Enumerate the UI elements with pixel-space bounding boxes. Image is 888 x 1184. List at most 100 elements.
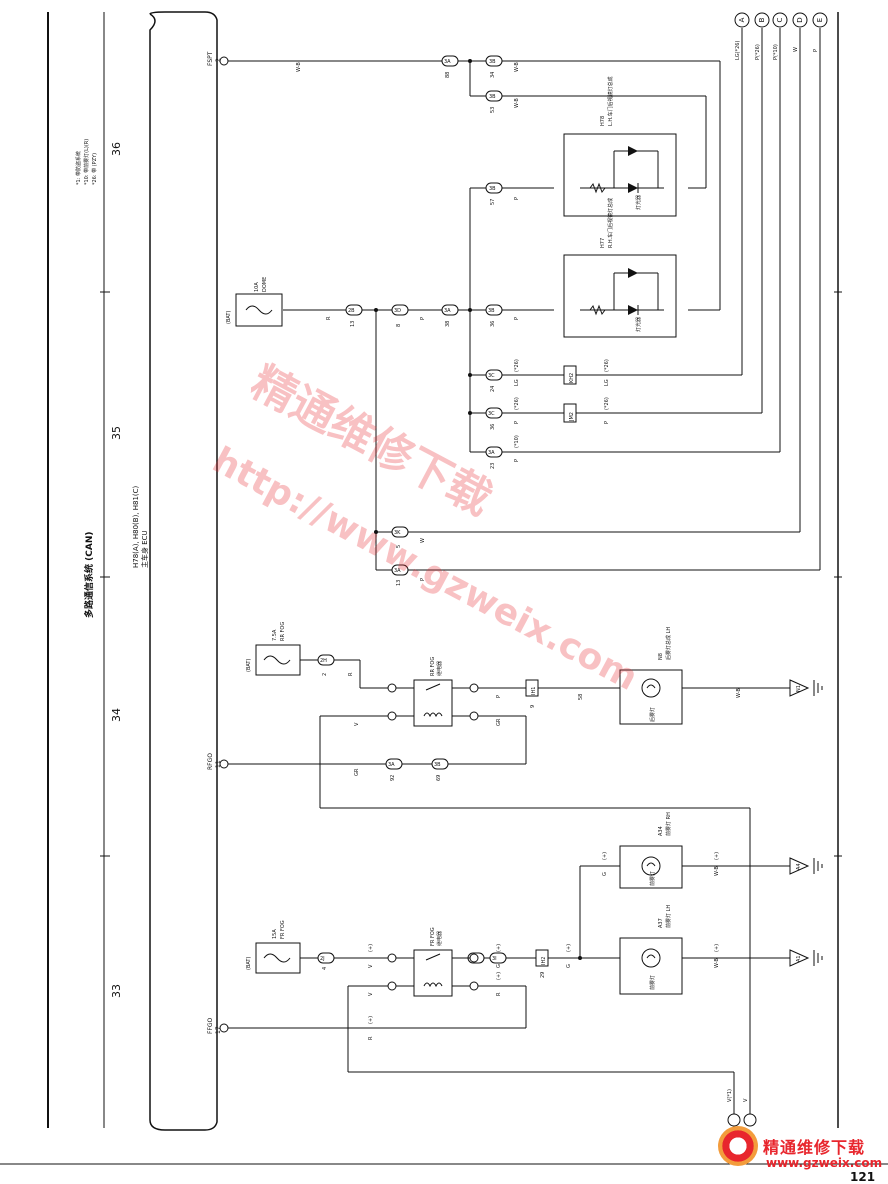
svg-text:7.5A: 7.5A [272, 629, 278, 641]
svg-text:DOME: DOME [262, 277, 268, 292]
svg-text:(+): (+) [714, 852, 720, 860]
svg-text:V: V [368, 992, 374, 996]
wire-labels: W-B W-B W-B P R P P LG LG P P P W P (*26… [296, 62, 742, 1040]
connector-jm2: JM2 [569, 412, 575, 422]
svg-text:2B: 2B [348, 308, 355, 314]
svg-text:2H: 2H [320, 658, 327, 664]
svg-text:(+): (+) [496, 944, 502, 952]
pin-numbers: 88 34 53 57 13 8 38 36 24 36 23 5 13 2 9… [322, 72, 584, 978]
svg-text:LG: LG [604, 379, 610, 386]
svg-text:11: 11 [215, 760, 222, 768]
svg-text:RR FOG: RR FOG [430, 657, 436, 676]
svg-text:(BAT): (BAT) [246, 659, 252, 672]
svg-text:W: W [420, 538, 426, 543]
svg-text:57: 57 [490, 199, 496, 205]
fuse-rr-fog: (BAT) 7.5A RR FOG [246, 622, 301, 676]
svg-text:G: G [602, 872, 608, 876]
svg-text:3B: 3B [488, 308, 495, 314]
svg-text:G: G [566, 964, 572, 968]
svg-text:W: W [793, 47, 799, 52]
svg-text:92: 92 [390, 775, 396, 781]
svg-text:P: P [514, 459, 520, 462]
svg-text:13: 13 [396, 580, 402, 586]
svg-text:D: D [796, 17, 804, 22]
svg-text:P: P [496, 695, 502, 698]
ecu-pin-rfgo: RFGO 11 [207, 753, 229, 770]
junction-dots [374, 59, 582, 960]
svg-text:(+): (+) [714, 944, 720, 952]
svg-text:灯光器: 灯光器 [635, 317, 642, 332]
svg-text:V(*1): V(*1) [727, 1089, 733, 1102]
svg-text:3A: 3A [488, 450, 495, 456]
svg-text:58: 58 [578, 694, 584, 700]
ground-a1: A1 [789, 949, 823, 967]
svg-text:(*10): (*10) [514, 435, 520, 448]
svg-text:88: 88 [445, 72, 451, 78]
svg-text:FFGO: FFGO [207, 1017, 214, 1034]
svg-text:(*26): (*26) [604, 397, 610, 410]
mirror-lamp-h78: H78 L.H.车门后视镜灯总成 灯光器 [563, 76, 677, 217]
wires [228, 28, 821, 1115]
fuse-dome: (BAT) 10A DOME [226, 277, 283, 327]
svg-text:R.H.车门后视镜灯总成: R.H.车门后视镜灯总成 [607, 198, 614, 248]
svg-text:W-B: W-B [714, 866, 720, 876]
column-36: 36 [110, 142, 123, 156]
svg-text:A1: A1 [796, 955, 802, 962]
svg-text:(*26): (*26) [604, 359, 610, 372]
svg-text:FR FOG: FR FOG [280, 920, 286, 939]
svg-text:继电器: 继电器 [436, 931, 443, 946]
front-fog-lamp-a37: A37 前雾灯 LH 前雾灯 [619, 905, 683, 995]
svg-text:P(*26): P(*26) [755, 44, 761, 60]
svg-text:B: B [758, 17, 766, 22]
svg-text:3D: 3D [394, 308, 401, 314]
svg-text:P: P [514, 197, 520, 200]
svg-text:3B: 3B [489, 59, 496, 65]
svg-text:RFGO: RFGO [207, 753, 214, 770]
site-logo-icon [718, 1126, 758, 1166]
svg-text:A34: A34 [658, 826, 664, 836]
ecu-pin-fspt: FSPT 2 [207, 51, 229, 66]
svg-text:W-B: W-B [714, 958, 720, 968]
svg-text:A4: A4 [796, 863, 802, 870]
svg-text:N8: N8 [658, 653, 664, 660]
svg-text:GR: GR [496, 718, 502, 726]
svg-text:A: A [738, 17, 746, 22]
svg-text:LG(*26): LG(*26) [735, 41, 741, 60]
relay-rr-fog: RR FOG 继电器 [387, 657, 479, 727]
svg-text:前雾灯 RH: 前雾灯 RH [665, 812, 672, 836]
ecu-body [149, 11, 218, 1131]
svg-text:3A: 3A [388, 762, 395, 768]
svg-text:V: V [743, 1098, 749, 1102]
svg-text:38: 38 [445, 321, 451, 327]
fuse-fr-fog: (BAT) 15A FR FOG [246, 920, 301, 974]
svg-text:3K: 3K [394, 530, 401, 536]
footer-site-url: www.gzweix.com [766, 1156, 883, 1170]
page-number: 121 [850, 1170, 876, 1184]
ground-a4: A4 [789, 857, 823, 875]
column-33: 33 [110, 984, 123, 998]
svg-text:2: 2 [215, 58, 222, 62]
svg-text:36: 36 [490, 424, 496, 430]
svg-text:N1: N1 [796, 685, 802, 692]
svg-text:H77: H77 [600, 238, 606, 248]
svg-text:3A: 3A [444, 59, 451, 65]
column-35: 35 [110, 426, 123, 440]
mirror-lamp-h77: H77 R.H.车门后视镜灯总成 灯光器 [563, 198, 677, 338]
svg-text:W-B: W-B [296, 62, 302, 72]
svg-text:W-B: W-B [514, 62, 520, 72]
note-1: *1: 带防盗系统 [75, 151, 82, 185]
svg-text:(+): (+) [602, 852, 608, 860]
svg-text:17: 17 [215, 1026, 222, 1034]
svg-text:(BAT): (BAT) [246, 957, 252, 970]
svg-text:2J: 2J [320, 956, 325, 962]
svg-text:V: V [368, 964, 374, 968]
svg-text:P: P [604, 421, 610, 424]
connector-labels: 3A 3B 3B 3B 2B 3D 3A 3B 3C 3C 3A 3K 3A 2… [320, 59, 497, 962]
svg-text:(+): (+) [368, 1016, 374, 1024]
svg-text:5: 5 [396, 545, 402, 548]
svg-text:(+): (+) [566, 944, 572, 952]
svg-text:P: P [514, 317, 520, 320]
svg-text:69: 69 [436, 775, 442, 781]
svg-text:C: C [776, 17, 784, 22]
